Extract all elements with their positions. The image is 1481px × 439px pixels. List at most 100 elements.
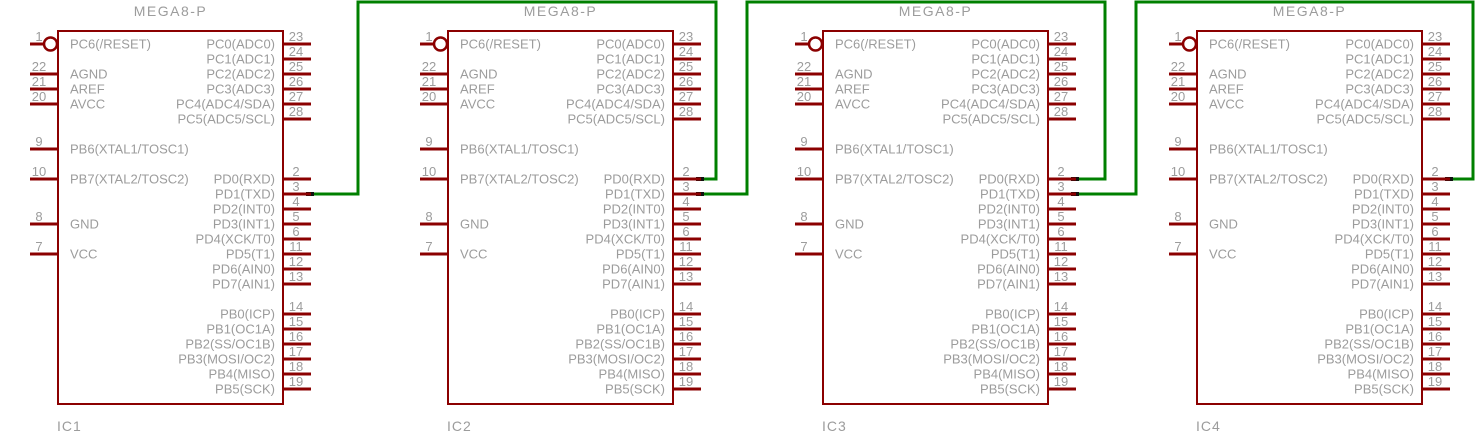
pin-number: 25 <box>1054 59 1068 74</box>
pin-number: 4 <box>1057 194 1064 209</box>
pin-number: 26 <box>1428 74 1442 89</box>
pin-number: 20 <box>797 89 811 104</box>
pin-number: 17 <box>1428 344 1442 359</box>
pin-name: PB1(OC1A) <box>206 322 275 337</box>
pin-number: 16 <box>1054 329 1068 344</box>
pin-name: PB2(SS/OC1B) <box>575 337 665 352</box>
pin-name: AGND <box>1209 67 1247 82</box>
pin-number: 22 <box>797 59 811 74</box>
pin-number: 10 <box>32 164 46 179</box>
pin-name: PD7(AIN1) <box>212 277 275 292</box>
pin-number: 1 <box>1174 29 1181 44</box>
pin-number: 8 <box>1174 209 1181 224</box>
pin-name: AVCC <box>460 97 495 112</box>
pin-name: PD0(RXD) <box>979 172 1040 187</box>
pin-name: PB5(SCK) <box>980 382 1040 397</box>
pin-number: 14 <box>1054 299 1068 314</box>
pin-number: 18 <box>1054 359 1068 374</box>
pin-name: PC6(/RESET) <box>835 37 916 52</box>
pin-name: PC3(ADC3) <box>596 82 665 97</box>
pin-number: 7 <box>425 239 432 254</box>
pin-number: 12 <box>1054 254 1068 269</box>
pin-name: PC0(ADC0) <box>1345 37 1414 52</box>
pin-name: PC2(ADC2) <box>206 67 275 82</box>
pin-name: PC1(ADC1) <box>206 52 275 67</box>
pin-name: VCC <box>1209 247 1236 262</box>
pin-number: 11 <box>1054 239 1068 254</box>
pin-name: AREF <box>460 82 495 97</box>
pin-name: AGND <box>835 67 873 82</box>
ic-designator: IC2 <box>447 418 472 434</box>
net-wire-ic2-txd-to-ic3-rxd[interactable] <box>700 0 1107 196</box>
pin-name: PB1(OC1A) <box>971 322 1040 337</box>
pin-name: GND <box>835 217 864 232</box>
pin-name: PB6(XTAL1/TOSC1) <box>835 142 954 157</box>
pin-name: PB7(XTAL2/TOSC2) <box>835 172 954 187</box>
pin-number: 14 <box>289 299 303 314</box>
pin-name: PD5(T1) <box>1365 247 1414 262</box>
pin-number: 27 <box>289 89 303 104</box>
pin-number: 14 <box>1428 299 1442 314</box>
pin-number: 10 <box>1171 164 1185 179</box>
ic-body[interactable] <box>822 30 1049 405</box>
pin-number: 23 <box>679 29 693 44</box>
pin-number: 28 <box>1054 104 1068 119</box>
pin-number: 20 <box>1171 89 1185 104</box>
pin-number: 20 <box>32 89 46 104</box>
pin-number: 19 <box>289 374 303 389</box>
pin-number: 17 <box>1054 344 1068 359</box>
net-wire-ic3-txd-to-ic4-rxd[interactable] <box>1075 0 1475 196</box>
pin-number: 3 <box>1057 179 1064 194</box>
ic-body[interactable] <box>1196 30 1423 405</box>
pin-number: 20 <box>422 89 436 104</box>
pin-number: 16 <box>679 329 693 344</box>
pin-name: PB5(SCK) <box>605 382 665 397</box>
pin-number: 1 <box>425 29 432 44</box>
pin-number: 26 <box>1054 74 1068 89</box>
pin-number: 21 <box>422 74 436 89</box>
pin-name: PD2(INT0) <box>603 202 665 217</box>
inverted-pin-bubble-icon <box>42 36 59 52</box>
pin-name: PD3(INT1) <box>1352 217 1414 232</box>
pin-name: PB0(ICP) <box>985 307 1040 322</box>
ic-body[interactable] <box>447 30 674 405</box>
pin-name: PC6(/RESET) <box>1209 37 1290 52</box>
pin-number: 8 <box>35 209 42 224</box>
pin-number: 18 <box>679 359 693 374</box>
pin-name: VCC <box>70 247 97 262</box>
pin-number: 22 <box>1171 59 1185 74</box>
pin-number: 9 <box>800 134 807 149</box>
pin-number: 21 <box>797 74 811 89</box>
pin-number: 17 <box>679 344 693 359</box>
pin-number: 4 <box>1431 194 1438 209</box>
net-wire-ic1-txd-to-ic2-rxd[interactable] <box>310 0 718 196</box>
pin-name: PB0(ICP) <box>610 307 665 322</box>
pin-name: PB5(SCK) <box>215 382 275 397</box>
pin-name: PD3(INT1) <box>603 217 665 232</box>
pin-name: PB0(ICP) <box>220 307 275 322</box>
pin-name: GND <box>1209 217 1238 232</box>
pin-name: PB1(OC1A) <box>1345 322 1414 337</box>
pin-name: PD7(AIN1) <box>602 277 665 292</box>
part-title: MEGA8-P <box>899 3 973 19</box>
pin-number: 3 <box>292 179 299 194</box>
pin-name: PB3(MOSI/OC2) <box>1317 352 1414 367</box>
ic-body[interactable] <box>57 30 284 405</box>
pin-number: 24 <box>1428 44 1442 59</box>
pin-name: PD1(TXD) <box>1354 187 1414 202</box>
pin-number: 24 <box>679 44 693 59</box>
pin-name: PD2(INT0) <box>1352 202 1414 217</box>
pin-name: AVCC <box>1209 97 1244 112</box>
pin-number: 5 <box>682 209 689 224</box>
pin-number: 18 <box>1428 359 1442 374</box>
pin-name: VCC <box>835 247 862 262</box>
pin-name: AREF <box>70 82 105 97</box>
pin-number: 15 <box>289 314 303 329</box>
pin-name: PB6(XTAL1/TOSC1) <box>1209 142 1328 157</box>
pin-name: PD7(AIN1) <box>1351 277 1414 292</box>
pin-number: 2 <box>1057 164 1064 179</box>
pin-name: PB0(ICP) <box>1359 307 1414 322</box>
pin-name: PB7(XTAL2/TOSC2) <box>460 172 579 187</box>
pin-name: PC5(ADC5/SCL) <box>177 112 275 127</box>
pin-name: PB6(XTAL1/TOSC1) <box>70 142 189 157</box>
